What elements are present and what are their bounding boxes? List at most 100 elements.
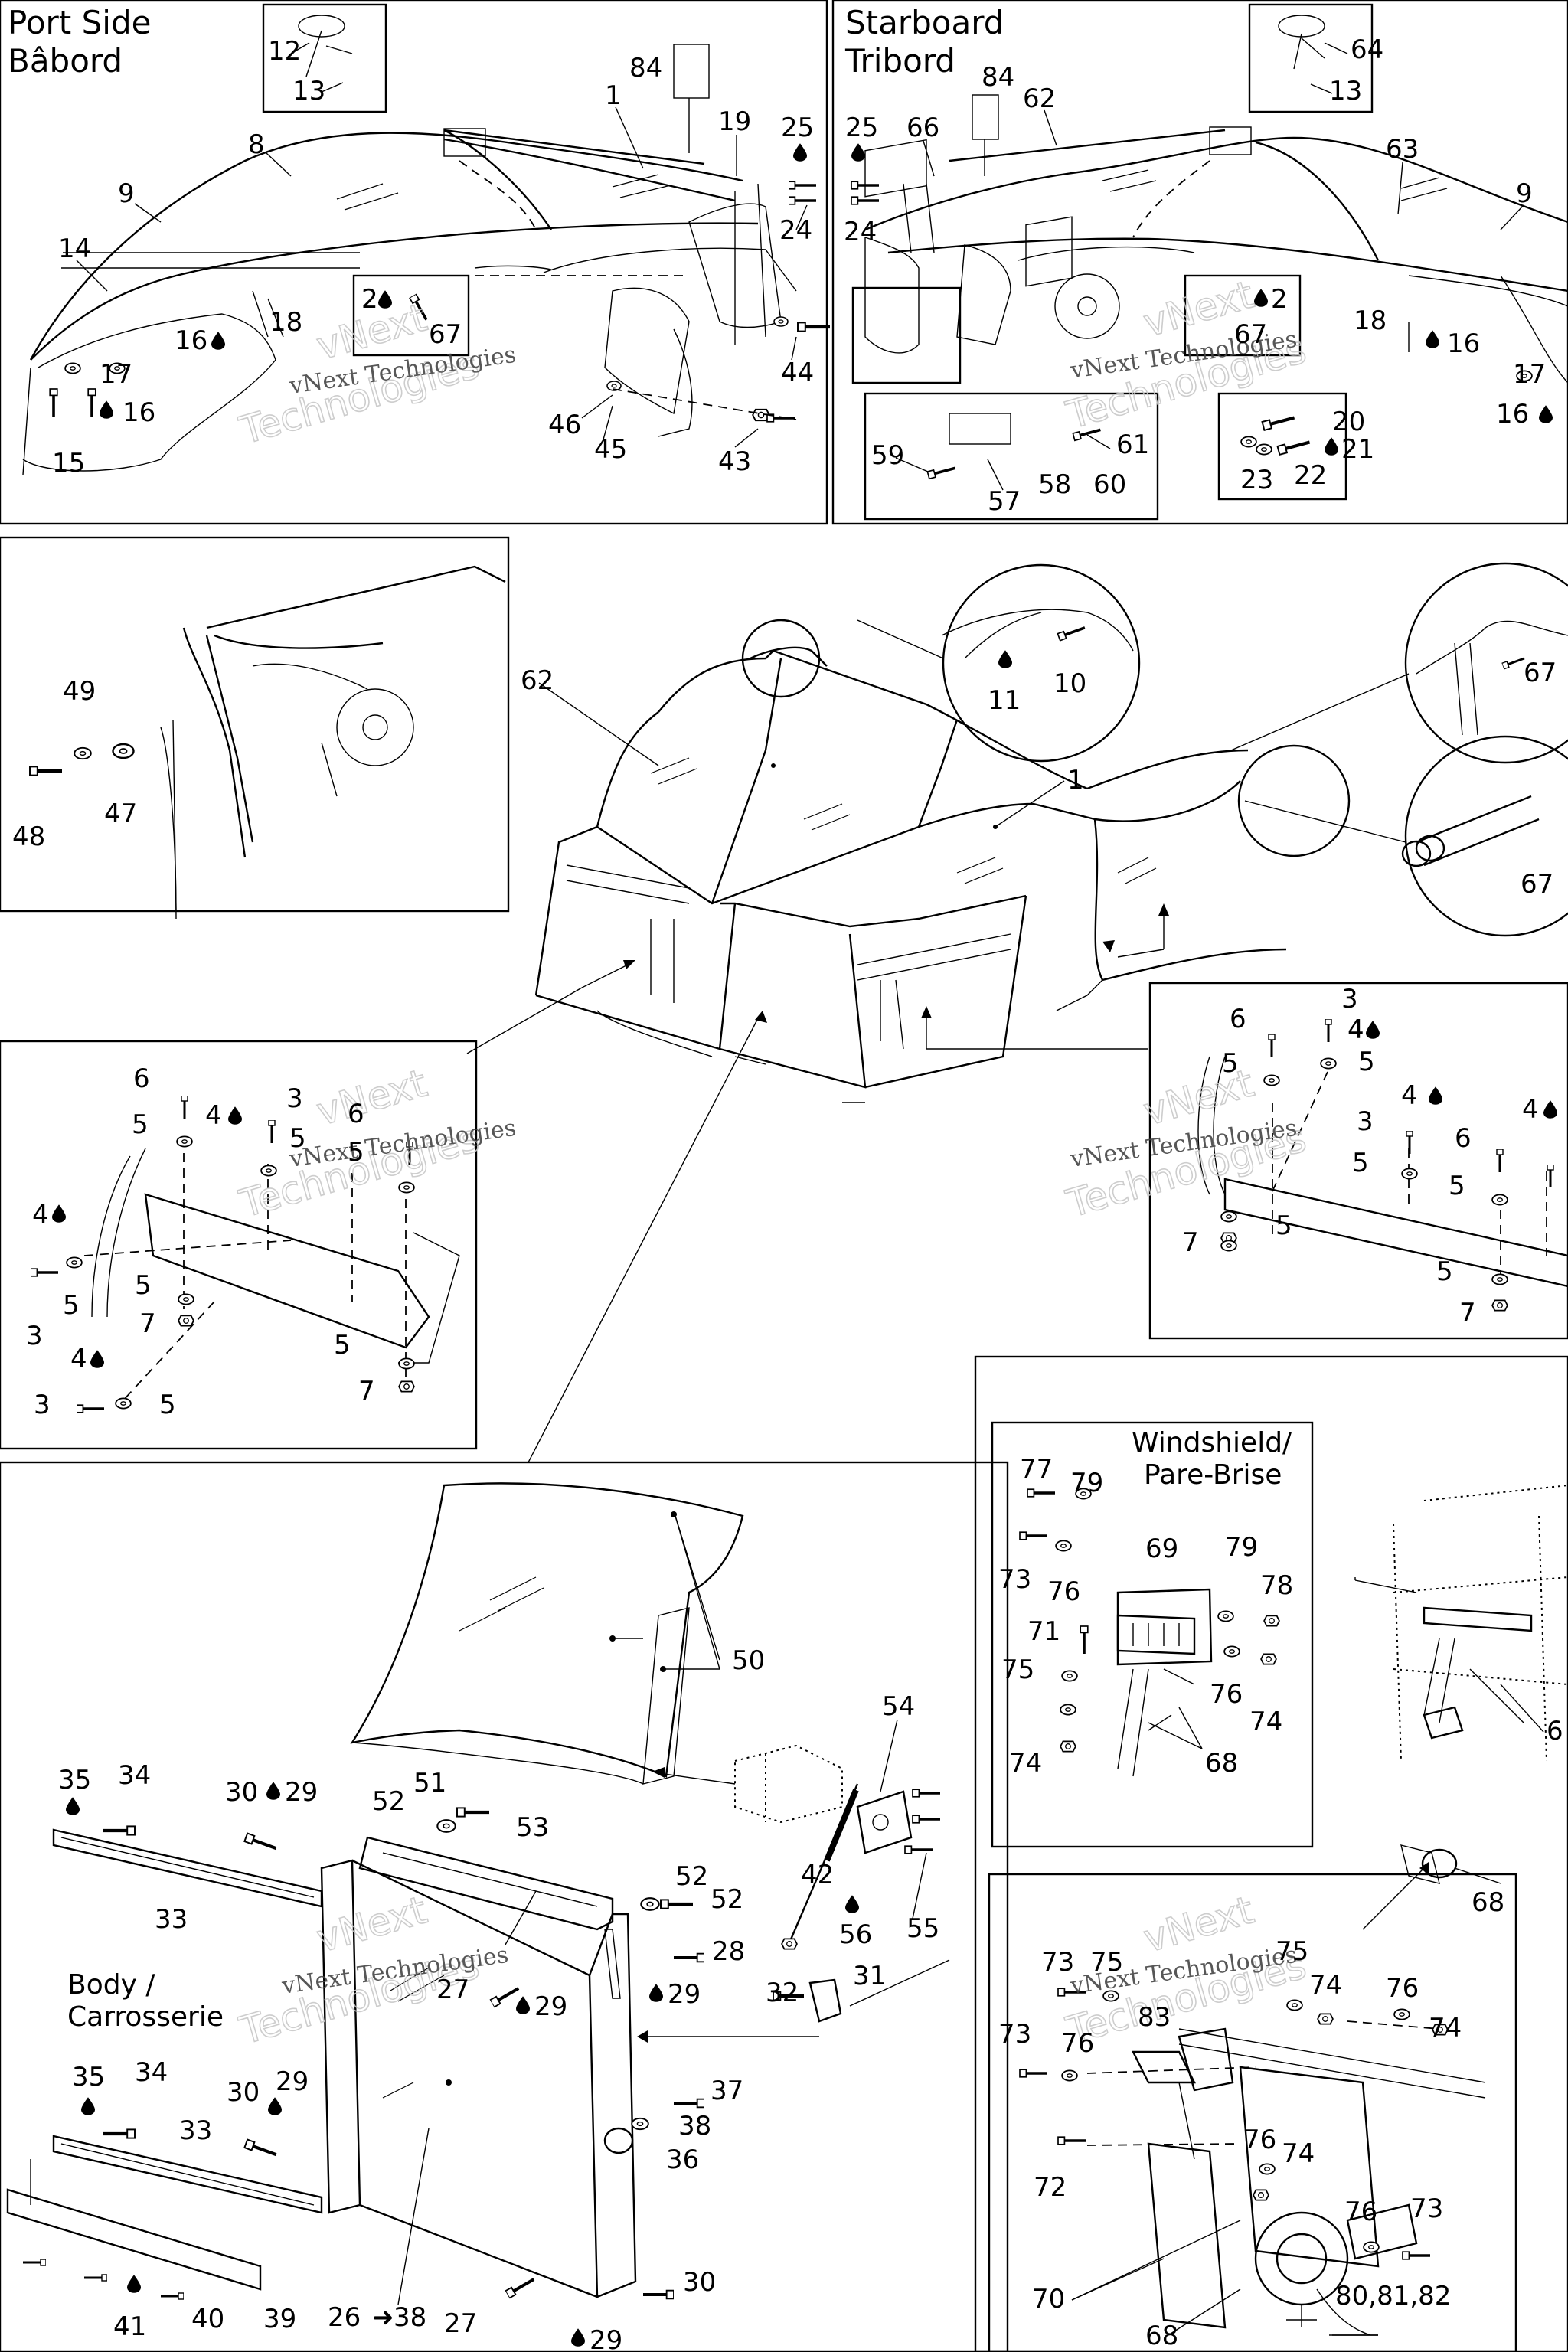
callout-11: 11 [988, 685, 1021, 716]
callout-16bs: 16 [1496, 399, 1529, 430]
star-bracket-box [864, 392, 1159, 521]
callouts-center: 62 1 11 10 67 67 [521, 650, 1557, 900]
callout-42: 42 [801, 1860, 834, 1890]
callout-78: 78 [1260, 1570, 1293, 1601]
callout-6r2: 6 [1455, 1123, 1472, 1154]
callout-37: 37 [710, 2076, 743, 2106]
callout-5r3: 5 [1352, 1148, 1369, 1178]
callout-29d: 29 [276, 2066, 309, 2097]
mirror-detail-panel [0, 536, 510, 913]
callout-4b: 4 [32, 1200, 49, 1230]
callout-39: 39 [263, 2304, 296, 2334]
callout-5g: 5 [159, 1390, 176, 1420]
callout-74m2: 74 [1429, 2013, 1462, 2043]
star-hinge-box [1248, 3, 1374, 113]
callout-5b: 5 [289, 1123, 306, 1154]
callout-67s: 67 [1234, 319, 1267, 350]
star-latch-box [851, 286, 962, 384]
windshield-subpanel-drawing [1018, 1488, 1280, 1777]
windshield-title: Windshield/ [1132, 1427, 1292, 1459]
callout-5c: 5 [348, 1137, 364, 1168]
callout-24s: 24 [844, 217, 877, 247]
callout-40: 40 [191, 2304, 224, 2334]
callout-6b: 6 [348, 1099, 364, 1129]
callout-3b: 3 [26, 1321, 43, 1351]
callout-68m: 68 [1472, 1887, 1504, 1918]
callout-54: 54 [882, 1691, 915, 1722]
callout-72: 72 [1034, 2172, 1067, 2203]
callout-35: 35 [58, 1765, 91, 1795]
callout-50: 50 [732, 1645, 765, 1676]
windshield-title-fr: Pare-Brise [1144, 1459, 1282, 1491]
callout-67: 67 [429, 319, 462, 350]
leader-lines [76, 42, 1544, 2336]
callout-73: 73 [998, 1564, 1031, 1595]
callout-28: 28 [712, 1936, 745, 1967]
callout-18s: 18 [1354, 305, 1387, 336]
callout-25: 25 [781, 113, 814, 143]
callout-76b: 76 [1210, 1679, 1243, 1710]
callout-64: 64 [1351, 34, 1383, 65]
callout-13s: 13 [1329, 76, 1362, 106]
callout-2s: 2 [1271, 284, 1288, 315]
callout-3r2: 3 [1357, 1106, 1374, 1137]
callout-52c: 52 [710, 1884, 743, 1915]
callout-1c: 1 [1067, 765, 1084, 795]
callout-4r3: 4 [1522, 1094, 1539, 1125]
port-side-panel [0, 0, 828, 525]
callout-84s: 84 [982, 62, 1014, 93]
callout-7a: 7 [139, 1308, 156, 1339]
callout-4r: 4 [1348, 1014, 1364, 1045]
callout-13: 13 [292, 76, 325, 106]
callout-20: 20 [1332, 407, 1365, 437]
motor-subpanel [988, 1873, 1517, 2352]
star-screw-box [1217, 392, 1348, 501]
callout-6r: 6 [1230, 1004, 1246, 1034]
callout-74m3: 74 [1282, 2138, 1315, 2169]
callout-45: 45 [594, 434, 627, 465]
callout-15: 15 [52, 448, 85, 479]
callout-52: 52 [372, 1786, 405, 1817]
callout-29e: 29 [590, 2325, 622, 2352]
callout-55: 55 [906, 1913, 939, 1944]
callout-17: 17 [100, 359, 132, 390]
body-door-panel [0, 1461, 1009, 2352]
callout-4r2: 4 [1401, 1080, 1418, 1111]
starboard-title: Starboard [845, 4, 1004, 41]
callout-16b: 16 [122, 397, 155, 428]
callout-68m2: 68 [1145, 2321, 1178, 2351]
callout-38b: 38 [394, 2302, 426, 2333]
callout-74: 74 [1250, 1707, 1282, 1737]
callout-71: 71 [1027, 1616, 1060, 1647]
callout-76m: 76 [1386, 1973, 1419, 2004]
port-side-title: Port Side [8, 4, 151, 41]
callout-34b: 34 [135, 2057, 168, 2088]
callout-24: 24 [779, 215, 812, 246]
callout-68: 68 [1205, 1748, 1238, 1779]
callout-61: 61 [1116, 430, 1149, 460]
callout-5r: 5 [1222, 1048, 1239, 1079]
body-title: Body / [67, 1969, 155, 2001]
callouts-left-bracket: 6 3 4 5 5 6 5 4 5 3 5 7 5 7 4 3 5 [26, 1063, 375, 1420]
center-windshield-drawing [466, 562, 1568, 1463]
windshield-subpanel [991, 1421, 1314, 1848]
left-bracket-panel [0, 1040, 478, 1450]
starboard-title-fr: Tribord [844, 42, 956, 80]
callout-16: 16 [175, 325, 207, 356]
callout-33b: 33 [179, 2115, 212, 2146]
callouts-motor: 6 68 73 75 75 74 76 74 73 76 83 76 74 72… [998, 1716, 1563, 2351]
callout-5r6: 5 [1436, 1256, 1453, 1287]
callout-7b: 7 [358, 1376, 375, 1406]
callout-75: 75 [1001, 1655, 1034, 1685]
callout-36: 36 [666, 2145, 699, 2175]
callout-14: 14 [58, 234, 91, 264]
callout-73m3: 73 [1410, 2194, 1443, 2224]
callout-5e: 5 [135, 1270, 152, 1301]
callout-26: 26 [328, 2302, 361, 2333]
callout-62s: 62 [1023, 83, 1056, 114]
starboard-panel [831, 0, 1568, 525]
callout-33: 33 [155, 1904, 188, 1935]
callout-44: 44 [781, 358, 814, 388]
callout-3a: 3 [286, 1083, 303, 1114]
callout-9: 9 [118, 178, 135, 209]
